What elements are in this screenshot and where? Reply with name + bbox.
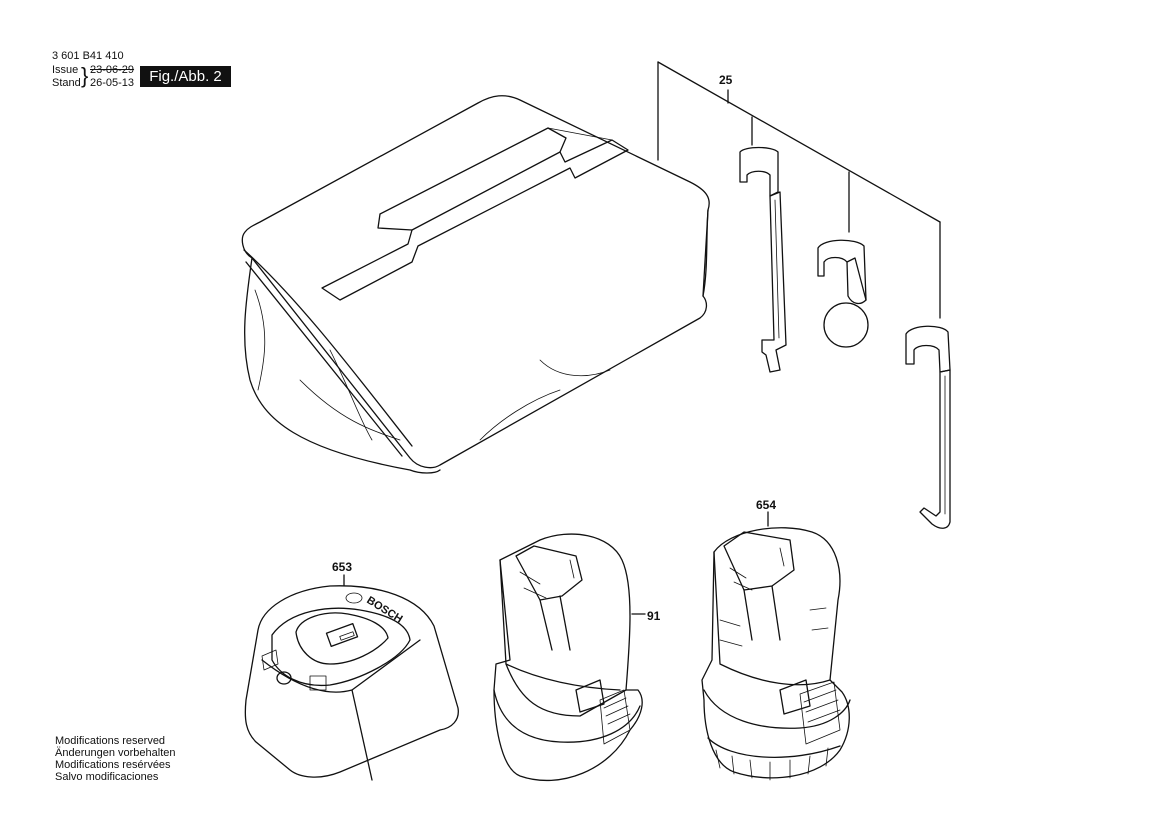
issue-label: Issue (52, 64, 79, 76)
figure-label: Fig./Abb. 2 (140, 66, 231, 87)
charger-drawing: BOSCH (244, 574, 459, 781)
issue-date: 23-06-29 (90, 64, 135, 76)
clip-hook-drawing (905, 325, 951, 529)
callout-clips: 25 (719, 73, 733, 87)
part-number: 3 601 B41 410 (52, 50, 124, 62)
clip-short-drawing (817, 239, 869, 348)
notice-english: Modifications reserved (55, 735, 166, 747)
battery-large-drawing (701, 511, 851, 781)
callout-battery-large: 654 (756, 498, 777, 512)
notice-german: Änderungen vorbehalten (55, 747, 176, 759)
callout-battery-small: 91 (647, 609, 661, 623)
brace-icon: } (81, 63, 89, 88)
modifications-notice: Modifications reserved Änderungen vorbeh… (55, 735, 175, 783)
callout-charger: 653 (332, 560, 353, 574)
battery-small-drawing (493, 533, 646, 781)
stand-label: Stand (52, 77, 81, 89)
notice-french: Modifications resérvées (55, 759, 171, 771)
clips-leader-lines (657, 61, 941, 319)
notice-spanish: Salvo modificaciones (55, 771, 159, 783)
clip-long-drawing (739, 146, 787, 373)
stand-date: 26-05-13 (90, 77, 135, 89)
storage-bag-drawing (241, 95, 710, 474)
